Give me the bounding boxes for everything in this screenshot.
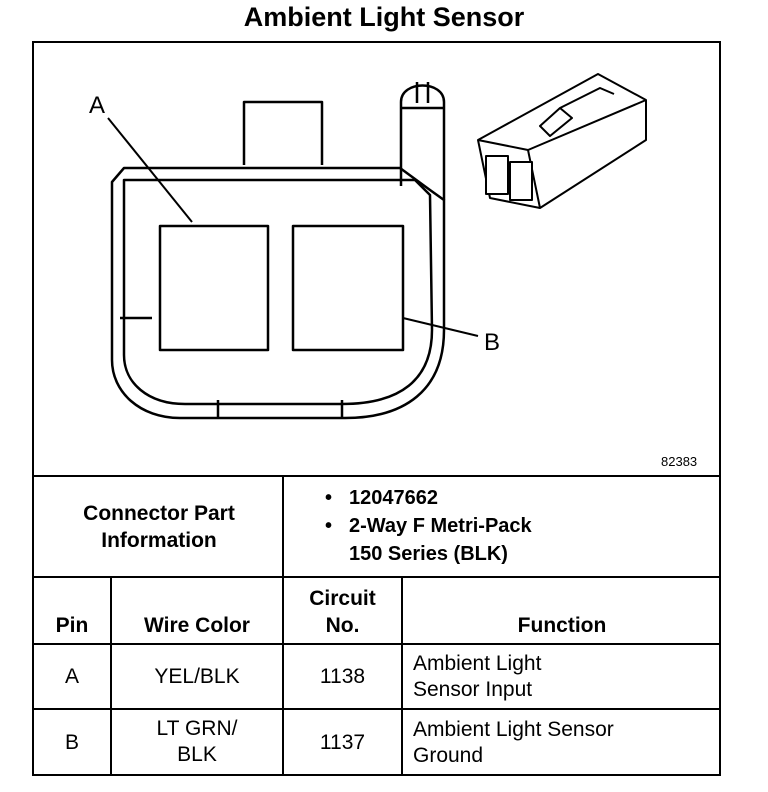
table-divider-circuit xyxy=(401,576,403,776)
table-divider-pin xyxy=(110,576,112,776)
connector-housing-inner xyxy=(122,178,434,406)
diagram-frame xyxy=(32,41,721,776)
row-a-wire-color: YEL/BLK xyxy=(154,665,240,688)
connector-illustration: A B xyxy=(89,73,647,420)
table-border-info xyxy=(32,576,721,578)
row-b-wire-color: LT GRN/ BLK xyxy=(156,717,238,766)
callout-leader-b xyxy=(402,317,479,337)
row-a-function: Ambient Light Sensor Input xyxy=(413,652,542,701)
header-function: Function xyxy=(517,614,607,637)
header-pin: Pin xyxy=(55,614,89,637)
connector-part-info-label: Connector Part Information xyxy=(83,502,235,552)
connector-part-info-values: • 12047662 • 2-Way F Metri-Pack 150 Seri… xyxy=(325,484,532,568)
table-border-row xyxy=(32,708,721,710)
row-a-pin: A xyxy=(64,665,79,688)
row-a-circuit: 1138 xyxy=(319,665,366,688)
part-number-item: • 12047662 xyxy=(325,487,438,509)
connector-locking-post xyxy=(399,84,446,200)
figure-number: 82383 xyxy=(661,454,698,469)
header-wire-color: Wire Color xyxy=(144,614,250,637)
connector-perspective-view xyxy=(477,73,647,209)
header-circuit-no: Circuit No. xyxy=(309,587,376,637)
row-b-function: Ambient Light Sensor Ground xyxy=(413,718,614,767)
terminal-cavity-b xyxy=(291,224,405,352)
table-border-header xyxy=(32,643,721,645)
connector-description-item: • 2-Way F Metri-Pack 150 Series (BLK) xyxy=(325,515,532,565)
table-divider-info xyxy=(282,475,284,578)
row-b-circuit: 1137 xyxy=(319,731,366,754)
table-divider-wire xyxy=(282,576,284,776)
connector-housing-outer xyxy=(110,166,446,420)
callout-leader-a xyxy=(107,117,193,223)
connector-latch-tab xyxy=(242,100,324,165)
callout-label-b: B xyxy=(484,329,500,356)
part-number: 12047662 xyxy=(349,487,438,509)
table-border-top xyxy=(32,475,721,477)
page-title: Ambient Light Sensor xyxy=(243,2,525,32)
terminal-cavity-a xyxy=(158,224,270,352)
callout-label-a: A xyxy=(89,92,105,119)
row-b-pin: B xyxy=(64,731,79,754)
